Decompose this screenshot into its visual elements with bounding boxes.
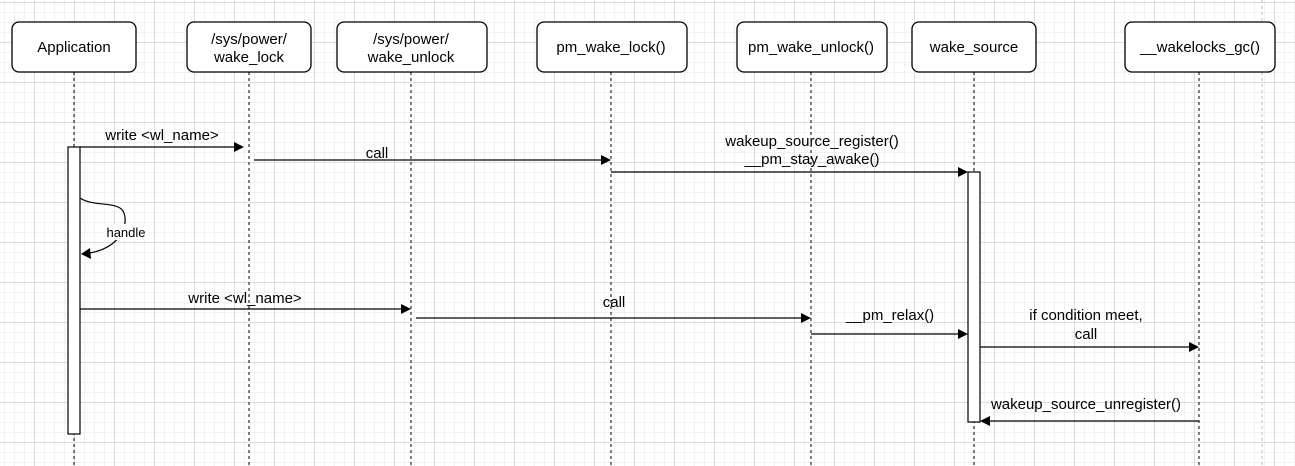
message-register-stay-awake: wakeup_source_register() __pm_stay_awake… (611, 133, 968, 177)
participant-label: /sys/power/ (373, 31, 450, 48)
message-condition-call: if condition meet, call (980, 307, 1199, 352)
activation-application (67, 146, 81, 435)
message-write-wl-name-1: write <wl_name> (80, 127, 244, 152)
arrowhead (81, 248, 91, 259)
message-label: handle (106, 225, 145, 240)
message-handle: handle (79, 197, 149, 259)
message-label: write <wl_name> (104, 127, 219, 144)
participant-label: pm_wake_unlock() (748, 39, 874, 56)
arrowhead (801, 313, 811, 323)
message-label: if condition meet, (1029, 307, 1142, 324)
participant-label: wake_source (929, 39, 1018, 56)
arrowhead (401, 304, 411, 314)
participant-label: wake_unlock (367, 49, 455, 66)
message-label: write <wl_name> (187, 290, 302, 307)
message-label: wakeup_source_register() (724, 133, 898, 150)
message-label: __pm_relax() (845, 307, 934, 324)
message-call-1: call (254, 145, 611, 165)
participant-wakelocks-gc: __wakelocks_gc() (1124, 21, 1276, 73)
message-pm-relax: __pm_relax() (811, 307, 968, 339)
activation-wake-source (967, 171, 981, 423)
participant-label: /sys/power/ (211, 31, 288, 48)
participant-label: pm_wake_lock() (556, 39, 665, 56)
participant-label: Application (37, 39, 110, 56)
arrowhead (958, 167, 968, 177)
participant-pm-wake-lock: pm_wake_lock() (536, 21, 688, 73)
participant-wake-source: wake_source (911, 21, 1037, 73)
participant-sys-power-wake-lock: /sys/power/ wake_lock (186, 21, 312, 73)
arrowhead (958, 329, 968, 339)
message-label: wakeup_source_unregister() (990, 396, 1181, 413)
arrowhead (1189, 342, 1199, 352)
participant-label: __wakelocks_gc() (1139, 39, 1260, 56)
message-unregister: wakeup_source_unregister() (980, 396, 1199, 426)
message-label: call (1075, 326, 1098, 343)
arrowhead (980, 416, 990, 426)
message-label: __pm_stay_awake() (743, 151, 879, 168)
participant-label: wake_lock (213, 49, 285, 66)
message-write-wl-name-2: write <wl_name> (80, 290, 411, 314)
participant-pm-wake-unlock: pm_wake_unlock() (736, 21, 888, 73)
message-label: call (366, 145, 389, 162)
message-label: call (603, 294, 626, 311)
arrowhead (601, 155, 611, 165)
participant-application: Application (11, 21, 137, 73)
participant-sys-power-wake-unlock: /sys/power/ wake_unlock (336, 21, 488, 73)
message-call-2: call (416, 294, 811, 323)
arrowhead (234, 142, 244, 152)
